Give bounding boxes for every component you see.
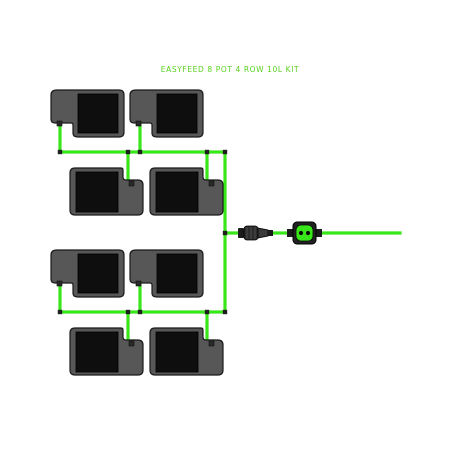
pot-square: [77, 253, 119, 294]
shutoff-valve-icon: [238, 225, 273, 241]
pot-2: [129, 89, 204, 138]
tee-junction: [57, 149, 63, 155]
tee-junction: [125, 149, 131, 155]
tee-junction: [204, 309, 210, 315]
filter-inlet: [287, 229, 294, 237]
drip-fitting: [128, 340, 135, 347]
filter-outlet: [315, 229, 322, 237]
pot-square: [75, 171, 119, 213]
pot-5: [50, 249, 125, 298]
filter-hole: [298, 230, 304, 236]
pot-7: [69, 327, 144, 376]
pot-square: [156, 253, 198, 294]
pot-8: [149, 327, 224, 376]
tee-junction: [222, 230, 228, 236]
tee-junction: [222, 309, 228, 315]
valve-outlet: [268, 230, 273, 236]
pot-square: [77, 93, 119, 134]
filter-hole: [305, 230, 311, 236]
tee-junction: [57, 309, 63, 315]
pot-square: [156, 93, 198, 134]
drip-fitting: [128, 180, 135, 187]
drip-fitting: [208, 180, 215, 187]
valve-taper: [257, 227, 269, 239]
pot-3: [69, 167, 144, 216]
drip-fitting: [208, 340, 215, 347]
pot-4: [149, 167, 224, 216]
tee-junction: [137, 149, 143, 155]
drip-fitting: [135, 280, 142, 287]
diagram-title: EASYFEED 8 POT 4 ROW 10L KIT: [160, 65, 300, 74]
tee-junction: [137, 309, 143, 315]
pot-square: [75, 331, 119, 373]
pot-6: [129, 249, 204, 298]
drip-fitting: [56, 280, 63, 287]
pot-square: [155, 171, 199, 213]
pot-1: [50, 89, 125, 138]
valve-nut: [238, 228, 244, 238]
inline-filter-icon: [287, 221, 322, 245]
tee-junction: [125, 309, 131, 315]
pot-square: [155, 331, 199, 373]
pots-group: [50, 89, 224, 376]
fittings-group: [238, 221, 322, 245]
filter-window: [295, 224, 314, 242]
tee-junction: [204, 149, 210, 155]
drip-fitting: [135, 120, 142, 127]
feed-pipes: [57, 122, 402, 343]
tee-junction: [222, 149, 228, 155]
drip-fitting: [56, 120, 63, 127]
